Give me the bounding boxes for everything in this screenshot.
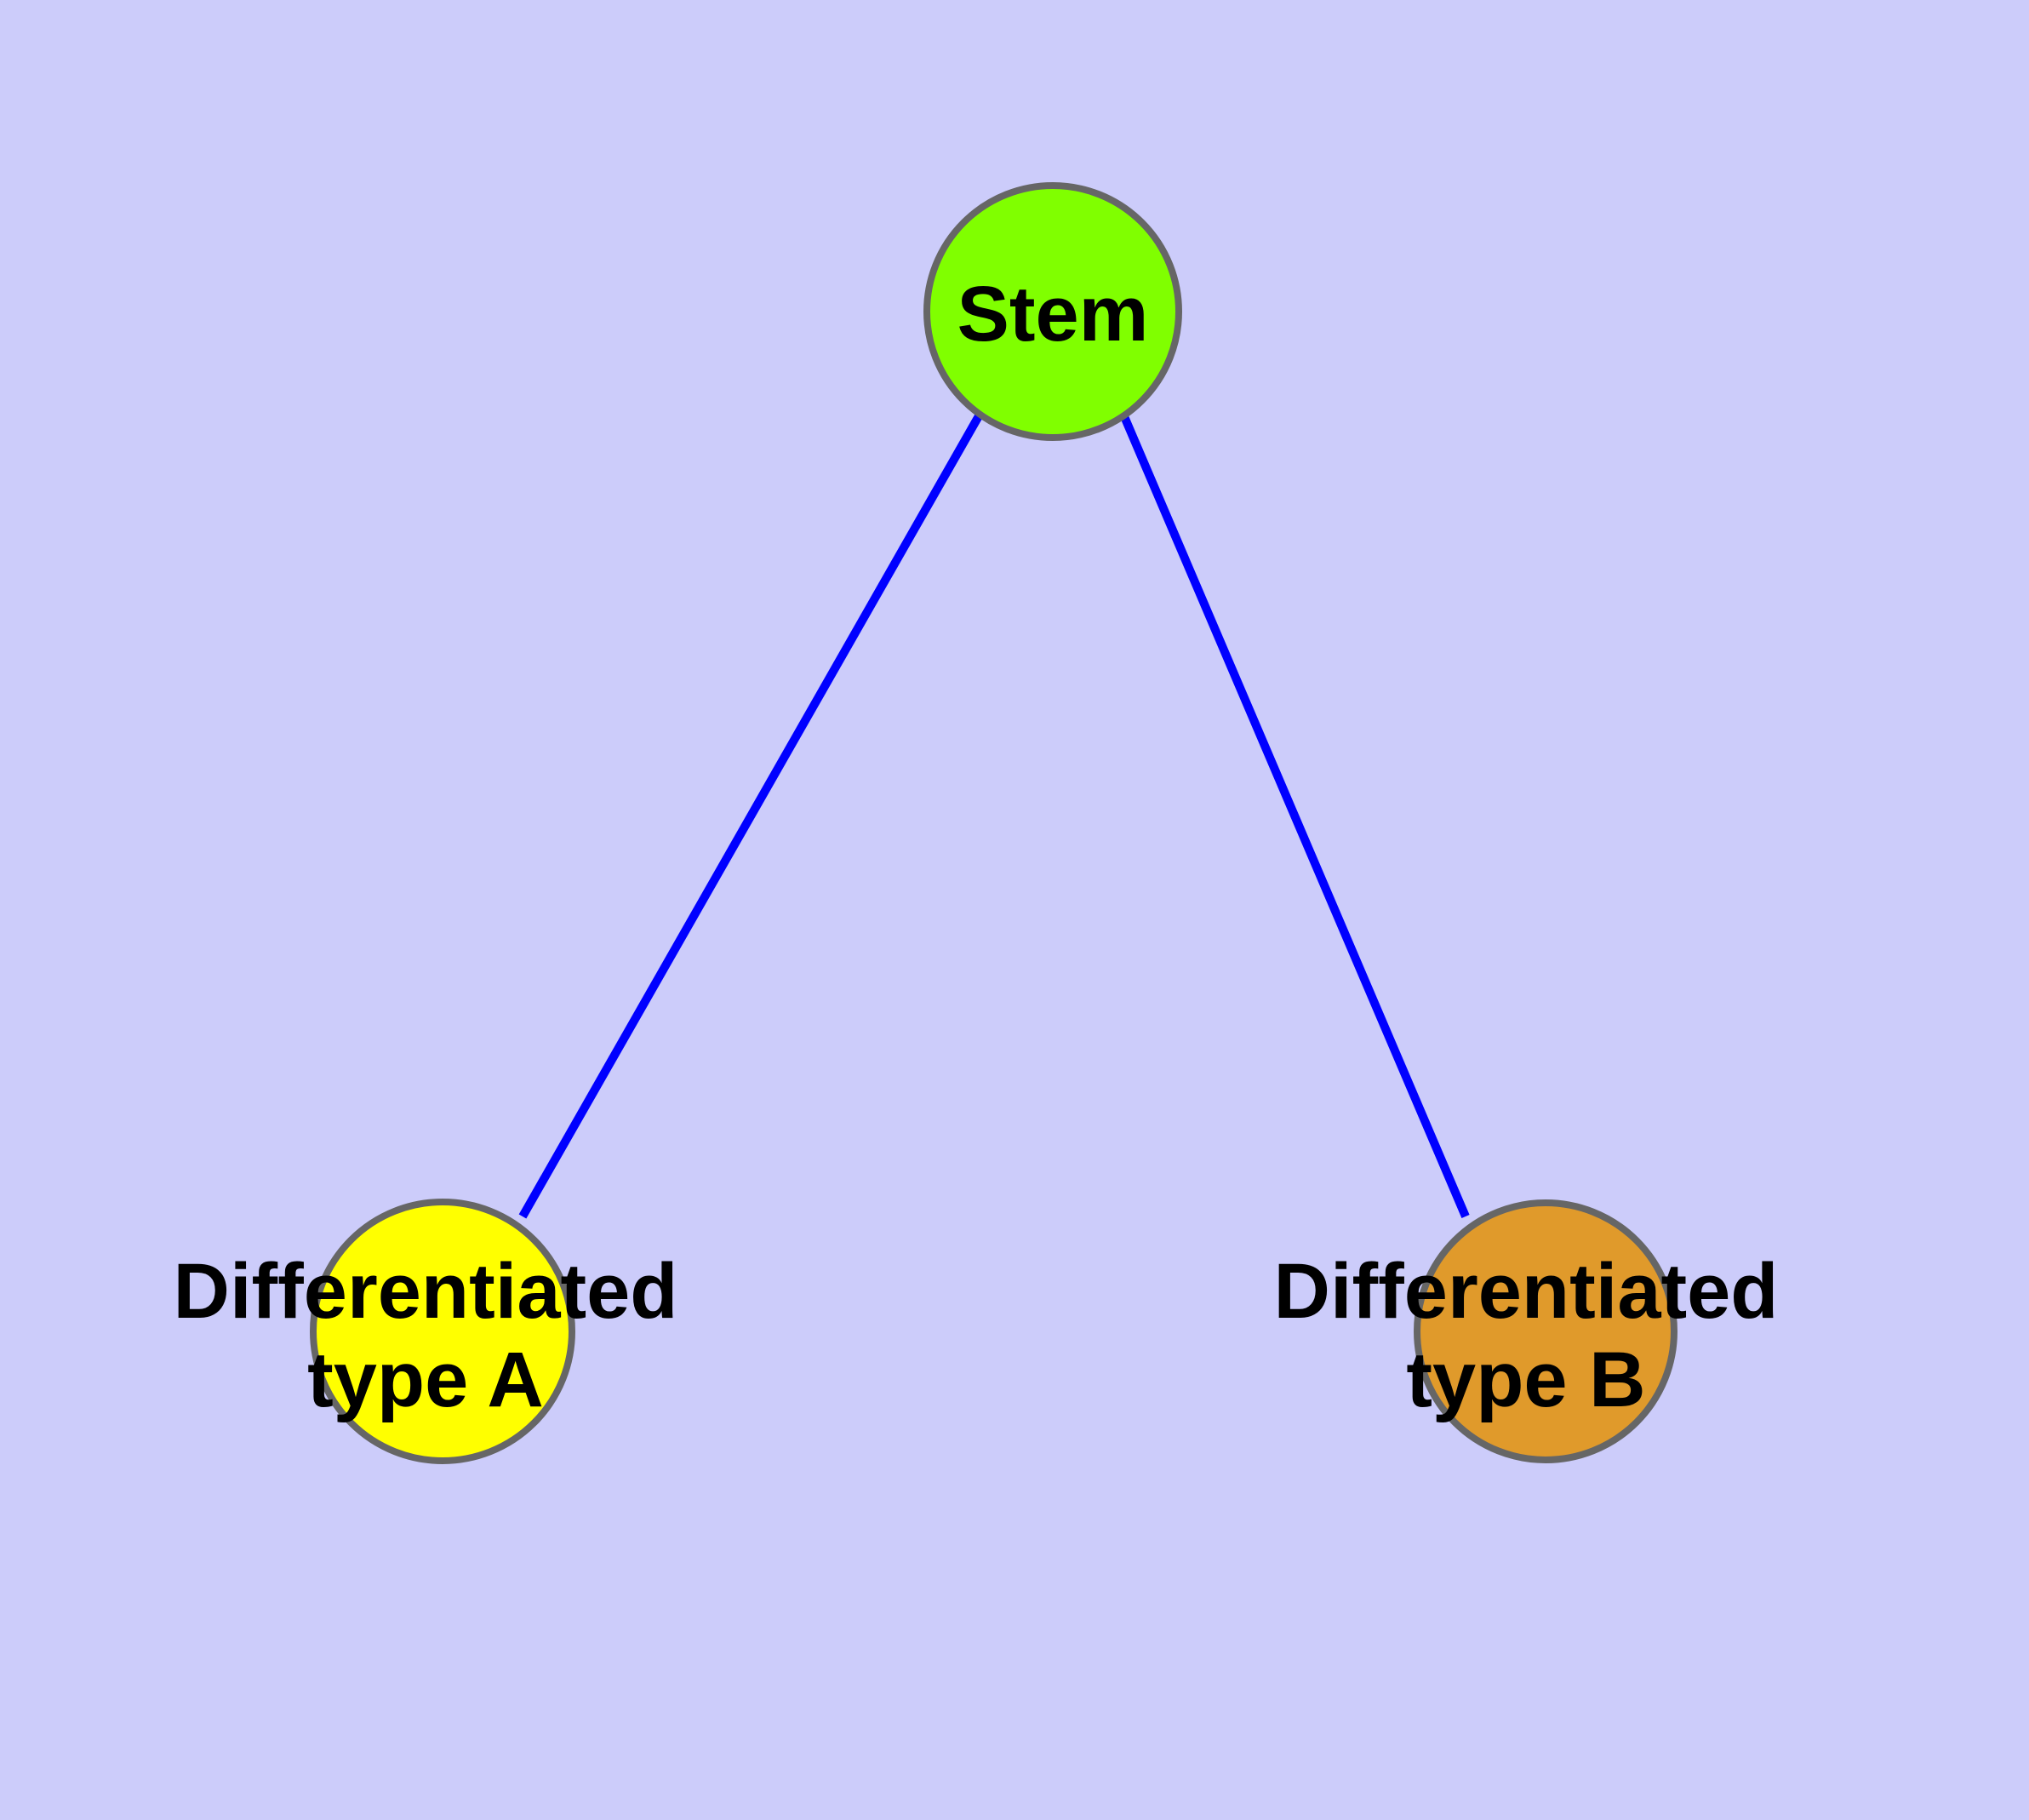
node-label-line: type A	[307, 1336, 544, 1423]
edge-stem-to-diff_b[interactable]	[1119, 413, 1470, 1218]
node-diff_a[interactable]	[310, 1199, 575, 1464]
nodes-layer	[310, 182, 1677, 1464]
edges-layer	[518, 412, 1470, 1219]
node-label-line: Differentiated	[1274, 1248, 1779, 1335]
node-label-line: Stem	[957, 271, 1149, 358]
node-label-line: Differentiated	[174, 1248, 678, 1335]
node-label-stem: Stem	[957, 271, 1149, 358]
node-label-line: type B	[1406, 1336, 1645, 1423]
node-diff_b[interactable]	[1414, 1199, 1677, 1463]
node-stem[interactable]	[923, 182, 1182, 441]
edge-stem-to-diff_a[interactable]	[518, 412, 984, 1219]
